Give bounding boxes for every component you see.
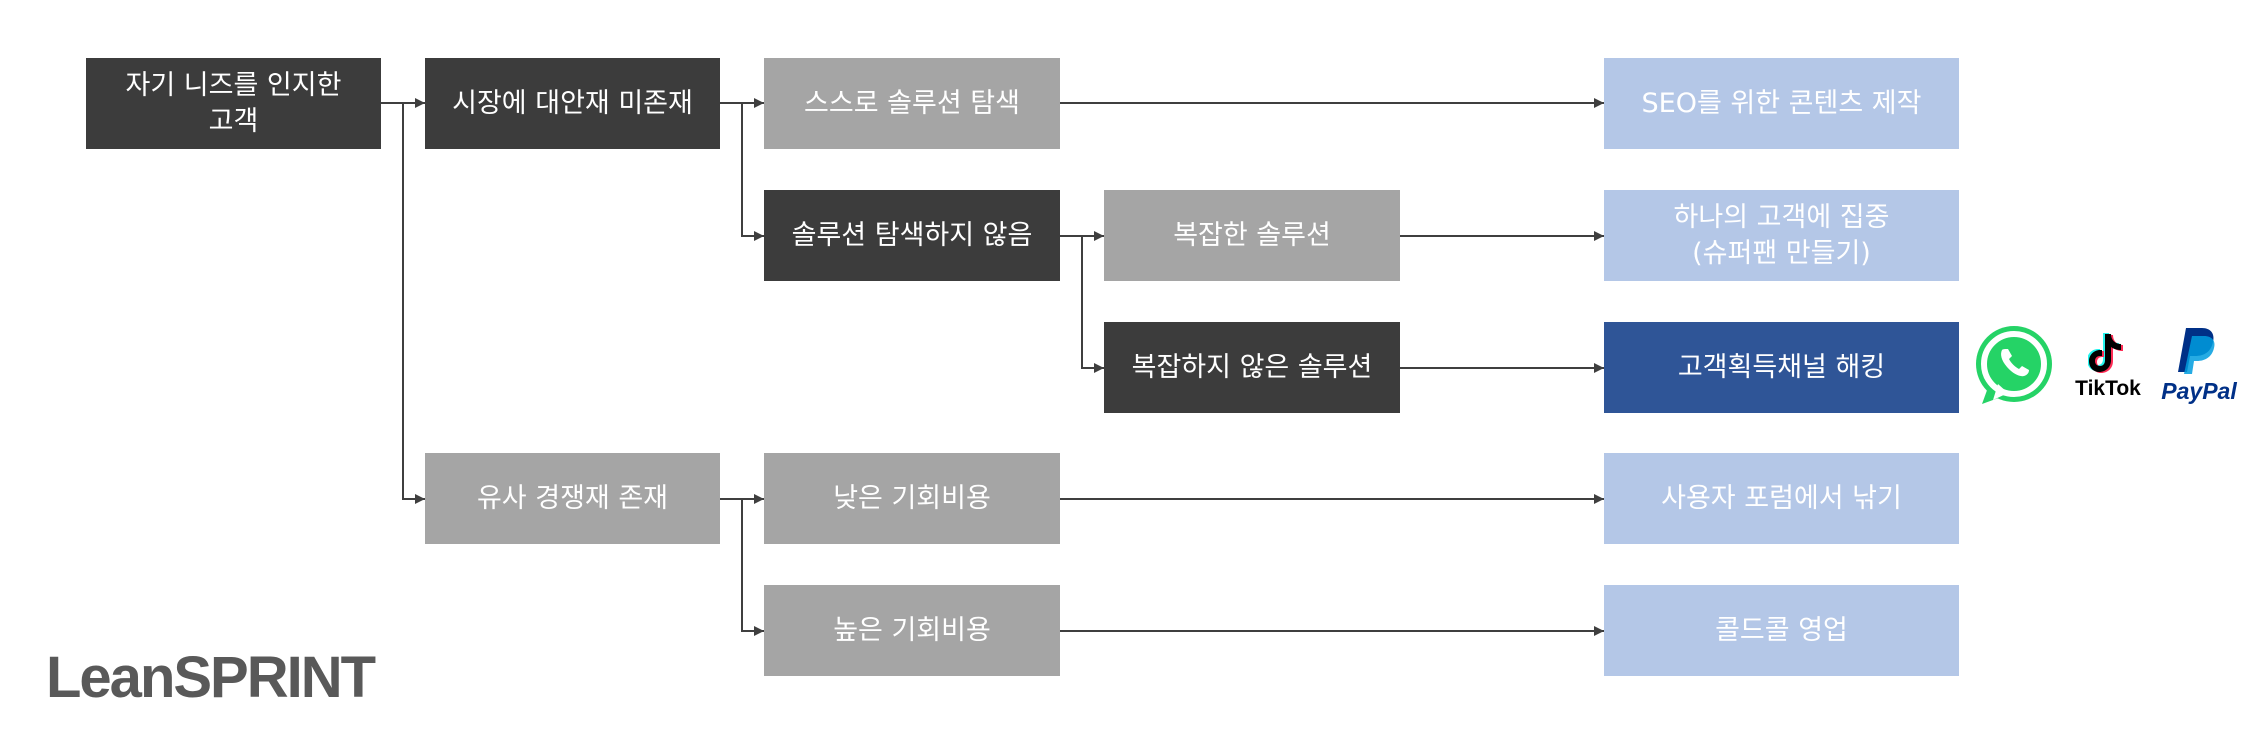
paypal-label: PayPal (2161, 378, 2237, 404)
node-no-search: 솔루션 탐색하지 않음 (764, 190, 1060, 281)
node-no-alternative: 시장에 대안재 미존재 (425, 58, 720, 149)
edge-competitor-high-cost (741, 499, 764, 636)
node-low-opportunity-cost: 낮은 기회비용 (764, 453, 1060, 544)
paypal-icon (2178, 328, 2215, 374)
node-complex-solution: 복잡한 솔루션 (1104, 190, 1400, 281)
edge-no-alt-no-search (741, 103, 764, 241)
tiktok-label: TikTok (2075, 377, 2141, 400)
node-need-aware-customer: 자기 니즈를 인지한 고객 (86, 58, 381, 149)
leansprint-logo: LeanSPRINT (46, 645, 376, 710)
outcome-seo-content: SEO를 위한 콘텐츠 제작 (1604, 58, 1959, 149)
outcome-focus-one-customer: 하나의 고객에 집중 (슈퍼팬 만들기) (1604, 190, 1959, 281)
node-high-opportunity-cost: 높은 기회비용 (764, 585, 1060, 676)
node-competitor-exists: 유사 경쟁재 존재 (425, 453, 720, 544)
node-self-search: 스스로 솔루션 탐색 (764, 58, 1060, 149)
outcome-cold-call: 콜드콜 영업 (1604, 585, 1959, 676)
edge-no-search-not-complex (1081, 236, 1104, 373)
tiktok-icon (2088, 333, 2123, 373)
outcome-channel-hacking: 고객획득채널 해킹 (1604, 322, 1959, 413)
node-not-complex-solution: 복잡하지 않은 솔루션 (1104, 322, 1400, 413)
outcome-user-forum: 사용자 포럼에서 낚기 (1604, 453, 1959, 544)
edge-root-competitor (402, 103, 425, 504)
whatsapp-icon (1976, 326, 2052, 404)
